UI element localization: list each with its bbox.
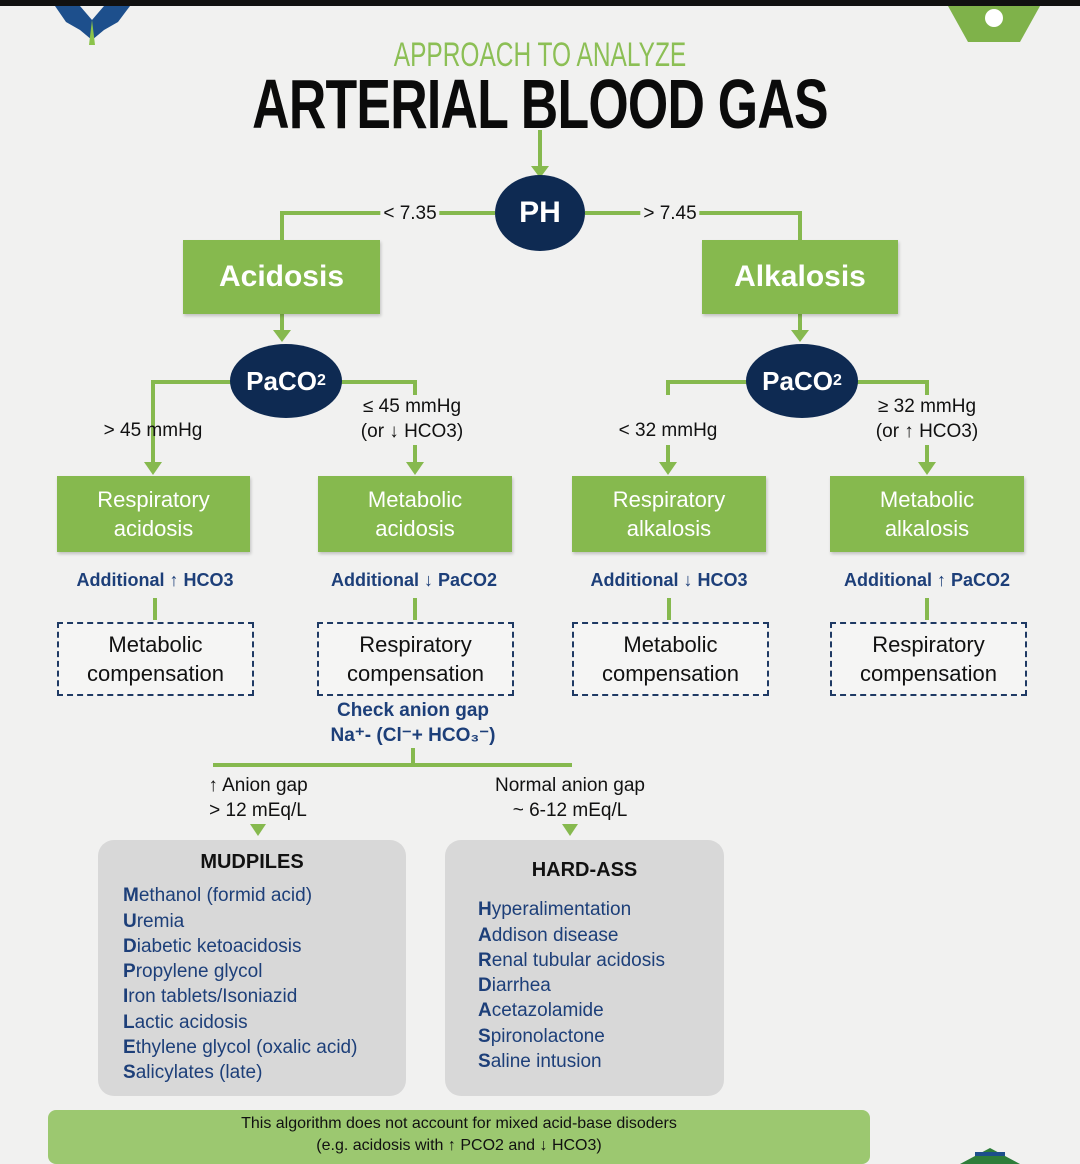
additional-label: Additional ↑ PaCO2 xyxy=(843,570,1011,590)
list-item: Renal tubular acidosis xyxy=(478,949,665,971)
mudpiles-title: MUDPILES xyxy=(200,851,304,873)
condition-label: ≤ 45 mmHg(or ↓ HCO3) xyxy=(360,396,464,442)
list-item: Acetazolamide xyxy=(478,1000,604,1022)
condition-label: ≥ 32 mmHg(or ↑ HCO3) xyxy=(875,396,979,442)
list-item: Uremia xyxy=(123,910,185,932)
condition-label: < 32 mmHg xyxy=(618,420,718,441)
logo-top-right xyxy=(948,6,1040,42)
subtitle: APPROACH TO ANALYZE xyxy=(393,36,687,74)
list-item: Diarrhea xyxy=(478,975,551,997)
list-item: Iron tablets/Isoniazid xyxy=(123,986,298,1008)
footer-note: This algorithm does not account for mixe… xyxy=(48,1110,870,1164)
condition-label: > 45 mmHg xyxy=(103,420,203,441)
list-item: Diabetic ketoacidosis xyxy=(123,935,302,957)
list-item: Lactic acidosis xyxy=(123,1011,248,1033)
list-item: Saline intusion xyxy=(478,1051,602,1073)
additional-label: Additional ↓ HCO3 xyxy=(590,570,748,590)
normal-anion-gap-label: Normal anion gap~ 6-12 mEq/L xyxy=(495,775,645,821)
logo-top-left xyxy=(55,6,130,45)
list-item: Methanol (formid acid) xyxy=(123,885,313,907)
list-item: Ethylene glycol (oxalic acid) xyxy=(123,1037,358,1059)
additional-label: Additional ↑ HCO3 xyxy=(76,570,234,590)
list-item: Salicylates (late) xyxy=(123,1062,263,1084)
hardass-title: HARD-ASS xyxy=(531,859,638,881)
logo-bottom-right xyxy=(960,1148,1020,1164)
page-title: ARTERIAL BLOOD GAS xyxy=(252,65,828,143)
high-anion-gap-label: ↑ Anion gap> 12 mEq/L xyxy=(208,775,308,821)
additional-label: Additional ↓ PaCO2 xyxy=(330,570,498,590)
alkalosis-box: Alkalosis xyxy=(702,240,898,314)
list-item: Spironolactone xyxy=(478,1025,605,1047)
top-bar xyxy=(0,0,1080,6)
list-item: Addison disease xyxy=(478,924,619,946)
ph-high-label: > 7.45 xyxy=(640,201,700,226)
acidosis-box: Acidosis xyxy=(183,240,380,314)
ph-node: PH xyxy=(495,175,585,251)
list-item: Hyperalimentation xyxy=(478,899,632,921)
list-item: Propylene glycol xyxy=(123,961,263,983)
ph-low-label: < 7.35 xyxy=(380,201,440,226)
